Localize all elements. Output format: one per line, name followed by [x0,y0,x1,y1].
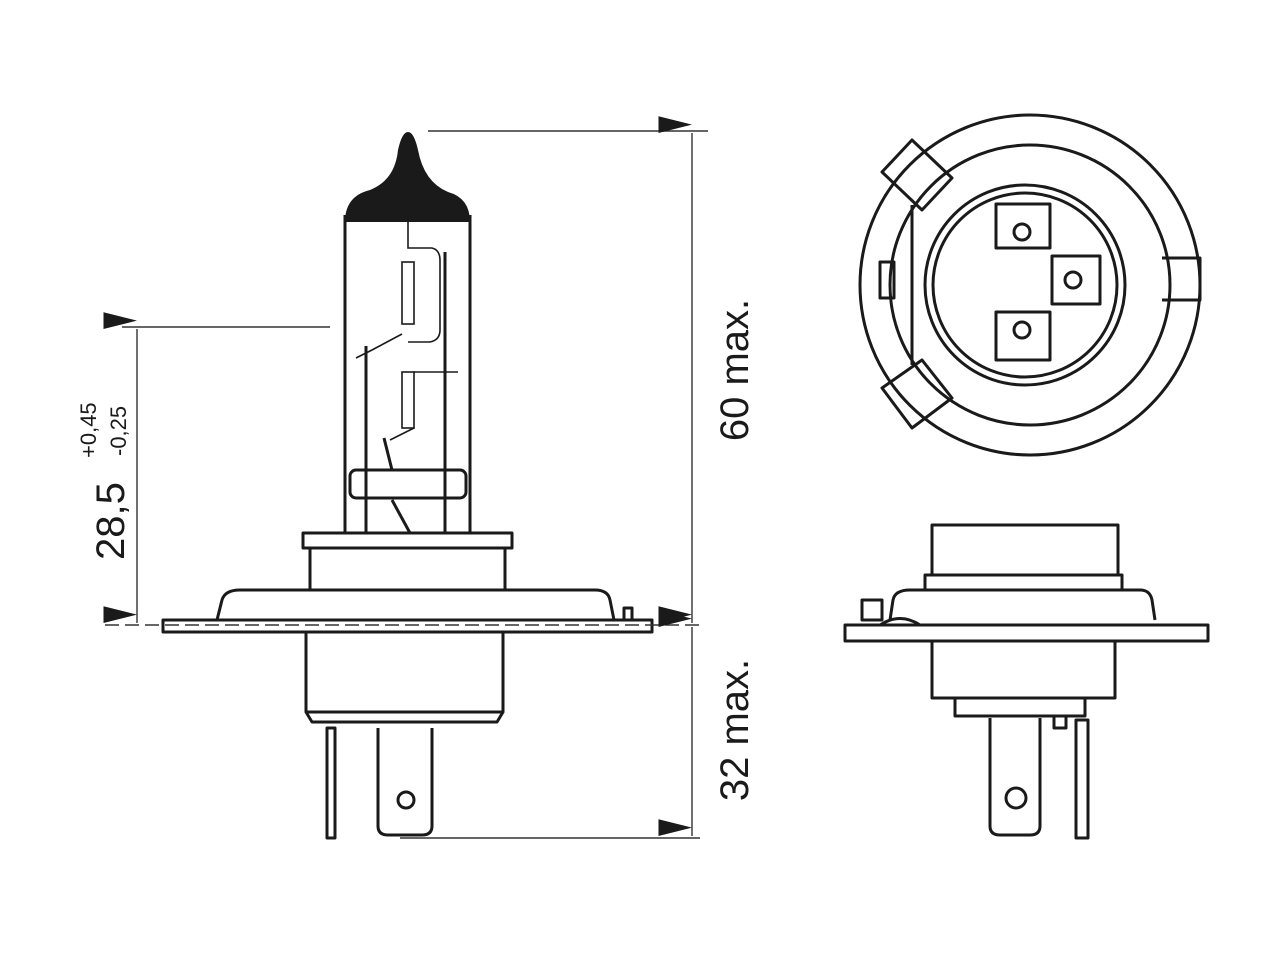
dimension-60-max: 60 max. [713,299,757,441]
filaments [348,222,468,534]
pin-center [376,728,434,837]
tolerance-minus: -0,25 [106,406,131,456]
flange-plate [161,618,654,634]
dimension-32-max: 32 max. [713,659,757,801]
pin-left [325,726,337,840]
glass-envelope [343,215,472,533]
pin-hole [396,790,416,810]
side-view-rotated [843,523,1210,840]
dimension-28-5: 28,5 [89,482,133,560]
tolerance-plus: +0,45 [76,402,101,458]
flange-dome [215,588,616,621]
dimensions: 60 max. 32 max. 28,5 +0,45 -0,25 [76,116,757,839]
bulb-tip [345,132,470,222]
side-view [161,132,654,840]
front-view [858,113,1202,457]
base-collar [301,531,514,590]
flange-tab [622,606,634,622]
lower-body [304,632,505,724]
